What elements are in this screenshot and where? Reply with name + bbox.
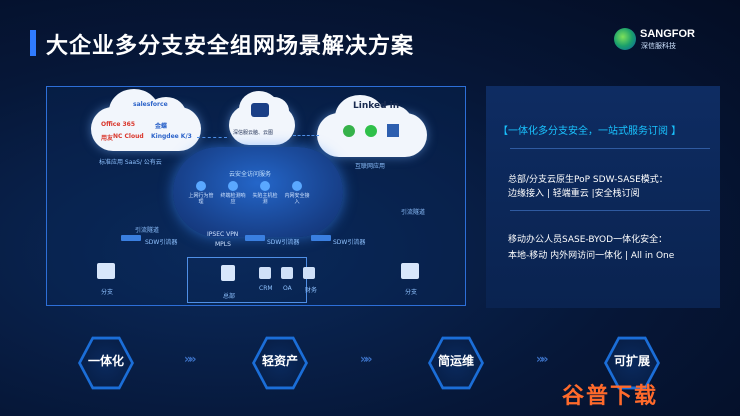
network-diagram: salesforce Office 365 用友 NC Cloud 金蝶 Kin… <box>46 86 466 306</box>
saas-label: 标准应用 SaaS/ 公有云 <box>99 157 162 166</box>
vpn-label: IPSEC VPN <box>207 231 238 238</box>
kingdee-k3-logo: Kingdee K/3 <box>151 133 192 140</box>
whatsapp-icon <box>365 125 377 137</box>
arrow-icon: »» <box>360 352 370 366</box>
connector-line <box>293 135 319 136</box>
branch-label-left: 分支 <box>101 287 113 296</box>
arrow-icon: »» <box>184 352 194 366</box>
cloud-brain-icon <box>251 103 269 117</box>
crm-label: CRM <box>259 285 273 292</box>
oa-label: OA <box>283 285 292 292</box>
service-intranet-access: 内网安全接入 <box>283 181 311 205</box>
arrow-icon: »» <box>536 352 546 366</box>
service-host-detect: 失陷主机检测 <box>251 181 279 205</box>
salesforce-logo: salesforce <box>133 101 168 108</box>
connector-line <box>197 137 227 138</box>
panel-line-4: 本地-移动 内外网访问一体化 | All in One <box>508 248 674 261</box>
branch-building-icon <box>97 263 115 279</box>
sangfor-logo-icon <box>614 28 636 50</box>
sdw-device-icon <box>121 235 141 241</box>
tunnel-label-right: 引流隧道 <box>401 207 425 216</box>
pillar-label: 可扩展 <box>594 352 670 369</box>
hq-building-icon <box>221 265 235 281</box>
lock-icon <box>292 181 302 191</box>
center-title: 云安全访问服务 <box>229 169 271 178</box>
logo-subtitle: 深信服科技 <box>641 41 676 51</box>
internet-label: 互联网应用 <box>355 161 385 170</box>
office365-logo: Office 365 <box>101 121 135 128</box>
title-accent-bar <box>30 30 36 56</box>
headquarters-box <box>187 257 307 303</box>
yonyou-logo: 用友 <box>101 133 113 142</box>
pillar-light-asset: 轻资产 <box>252 335 308 391</box>
panel-heading: 【一体化多分支安全，一站式服务订阅 】 <box>498 122 681 137</box>
pillar-integration: 一体化 <box>78 335 134 391</box>
sdw-label-3: SDW引流器 <box>333 237 365 246</box>
panel-line-1: 总部/分支云原生PoP SDW-SASE模式： <box>508 172 668 185</box>
service-endpoint-detect: 终端检测响应 <box>219 181 247 205</box>
saas-cloud <box>91 107 201 151</box>
logo-name: SANGFOR <box>640 28 695 40</box>
crm-icon <box>259 267 271 279</box>
finance-label: 财务 <box>305 285 317 294</box>
mpls-label: MPLS <box>215 241 231 248</box>
wechat-icon <box>343 125 355 137</box>
oa-icon <box>281 267 293 279</box>
sdw-device-icon <box>245 235 265 241</box>
pillar-label: 一体化 <box>68 352 144 369</box>
branch-building-icon <box>401 263 419 279</box>
service-web-behavior: 上网行为管理 <box>187 181 215 205</box>
pillar-label: 轻资产 <box>242 352 318 369</box>
feature-panel: 【一体化多分支安全，一站式服务订阅 】 总部/分支云原生PoP SDW-SASE… <box>486 86 720 308</box>
panel-line-3: 移动办公人员SASE-BYOD一体化安全： <box>508 232 667 245</box>
facebook-icon <box>387 124 399 137</box>
finance-icon <box>303 267 315 279</box>
divider <box>510 210 710 211</box>
cloud-brain-label: 深信服云脑、云图 <box>233 129 273 136</box>
sangfor-logo: SANGFOR 深信服科技 <box>614 26 714 52</box>
host-icon <box>260 181 270 191</box>
page-title: 大企业多分支安全组网场景解决方案 <box>46 28 414 60</box>
hq-label: 总部 <box>223 291 235 300</box>
watermark: 谷普下载 <box>562 378 658 410</box>
divider <box>510 148 710 149</box>
monitor-icon <box>228 181 238 191</box>
panel-line-2: 边缘接入 | 轻端重云 |安全栈订阅 <box>508 186 640 199</box>
shield-icon <box>196 181 206 191</box>
tunnel-label-left: 引流隧道 <box>135 225 159 234</box>
branch-label-right: 分支 <box>405 287 417 296</box>
kingdee-logo: 金蝶 <box>155 121 167 130</box>
sdw-device-icon <box>311 235 331 241</box>
sdw-label-1: SDW引流器 <box>145 237 177 246</box>
sdw-label-2: SDW引流器 <box>267 237 299 246</box>
pillar-simple-ops: 简运维 <box>428 335 484 391</box>
pillar-label: 简运维 <box>418 352 494 369</box>
linkedin-logo: Linked in <box>353 101 399 111</box>
nccloud-logo: NC Cloud <box>113 133 144 140</box>
